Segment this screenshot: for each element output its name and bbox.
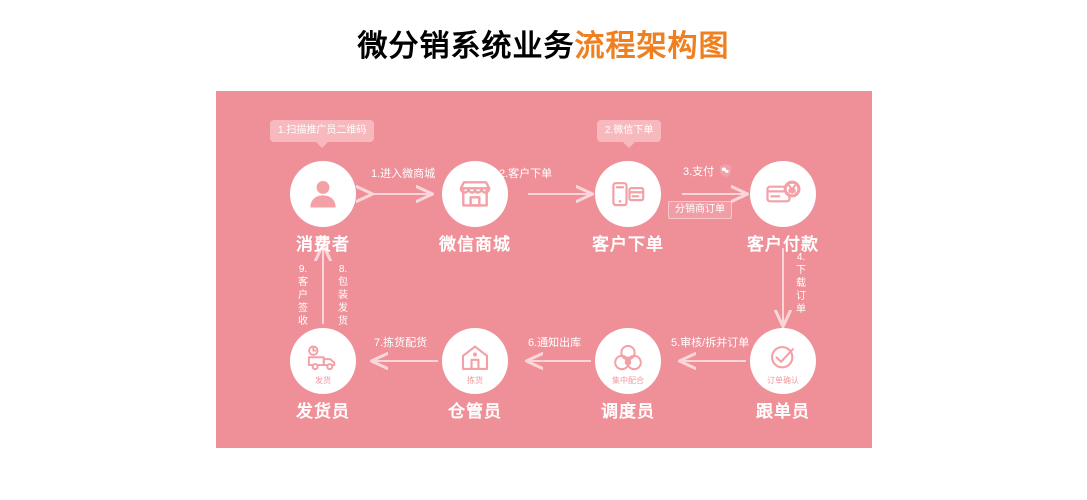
node-customer-pay-caption: 客户付款 bbox=[747, 235, 819, 254]
arrow-label-download-order: 4.下载订单 bbox=[794, 251, 808, 316]
node-consumer[interactable]: 消费者 bbox=[290, 161, 356, 253]
node-consumer-circle bbox=[290, 161, 356, 227]
diagram-canvas: 1.扫描推广员二维码 2.微信下单 1.进入微商城 2.客户下单 3.支付 分销… bbox=[216, 91, 872, 448]
node-warehouse-sub: 拣货 bbox=[467, 376, 483, 385]
arrow-label-notify-outbound-text: 6.通知出库 bbox=[528, 337, 582, 349]
node-shipper-caption: 发货员 bbox=[296, 402, 350, 421]
node-customer-pay[interactable]: 客户付款 bbox=[747, 161, 818, 253]
arrow-label-pay-text: 3.支付 bbox=[683, 166, 715, 178]
arrow-label-customer-receipt: 9. 客户签收 bbox=[296, 263, 310, 328]
coordinate-icon bbox=[612, 343, 644, 373]
arrow-label-pack-and-ship-num: 8. bbox=[338, 264, 348, 275]
page-title-accent: 流程架构图 bbox=[574, 30, 730, 63]
arrow-label-pack-and-ship: 8. 包装发货 bbox=[336, 263, 350, 328]
page-title: 微分销系统业务流程架构图 bbox=[0, 32, 1087, 62]
arrow-label-enter-mall: 1.进入微商城 bbox=[371, 169, 435, 180]
store-icon bbox=[457, 176, 493, 212]
node-order-tracker-sub: 订单确认 bbox=[767, 376, 799, 385]
house-icon bbox=[459, 343, 491, 373]
arrow-label-customer-places-order: 2.客户下单 bbox=[499, 169, 552, 180]
arrow-label-notify-outbound: 6.通知出库 bbox=[528, 338, 581, 349]
node-dispatcher-circle: 集中配合 bbox=[595, 328, 661, 394]
node-wechat-mall-circle bbox=[442, 161, 508, 227]
truck-icon bbox=[306, 343, 340, 373]
node-shipper-circle: 发货 bbox=[290, 328, 356, 394]
tag-distributor-order-text: 分销商订单 bbox=[675, 204, 725, 215]
page-title-primary: 微分销系统业务 bbox=[357, 30, 575, 63]
node-customer-order[interactable]: 客户下单 bbox=[592, 161, 663, 253]
arrow-label-enter-mall-text: 1.进入微商城 bbox=[371, 168, 436, 180]
node-dispatcher-caption: 调度员 bbox=[601, 402, 655, 421]
arrow-label-pack-and-ship-text: 包装发货 bbox=[338, 277, 348, 327]
bubble-wechat-order: 2.微信下单 bbox=[597, 120, 662, 148]
node-wechat-mall[interactable]: 微信商城 bbox=[439, 161, 510, 253]
node-customer-order-caption: 客户下单 bbox=[592, 235, 664, 254]
wechat-pay-icon bbox=[718, 163, 733, 178]
node-order-tracker[interactable]: 订单确认 跟单员 bbox=[750, 328, 816, 420]
arrow-label-customer-receipt-num: 9. bbox=[298, 264, 308, 275]
phone-card-icon bbox=[609, 175, 647, 213]
node-customer-order-circle bbox=[595, 161, 661, 227]
node-consumer-caption: 消费者 bbox=[296, 235, 350, 254]
node-warehouse-caption: 仓管员 bbox=[448, 402, 502, 421]
bubble-wechat-order-text: 2.微信下单 bbox=[605, 125, 654, 136]
node-warehouse-circle: 拣货 bbox=[442, 328, 508, 394]
node-order-tracker-circle: 订单确认 bbox=[750, 328, 816, 394]
check-circle-icon bbox=[767, 343, 799, 373]
arrow-label-review-split-order-text: 5.审核/拆并订单 bbox=[671, 337, 750, 349]
node-dispatcher-sub: 集中配合 bbox=[612, 376, 644, 385]
arrow-label-pick-and-allocate: 7.拣货配货 bbox=[374, 338, 427, 349]
node-shipper-sub: 发货 bbox=[315, 376, 331, 385]
arrow-label-review-split-order: 5.审核/拆并订单 bbox=[671, 338, 749, 349]
arrow-label-customer-receipt-text: 客户签收 bbox=[298, 277, 308, 327]
arrow-label-pay: 3.支付 bbox=[683, 167, 714, 178]
node-customer-pay-circle bbox=[750, 161, 816, 227]
arrow-label-download-order-text: 4.下载订单 bbox=[796, 252, 806, 315]
node-warehouse[interactable]: 拣货 仓管员 bbox=[442, 328, 508, 420]
bubble-scan-promoter-qr: 1.扫描推广员二维码 bbox=[270, 120, 375, 148]
node-wechat-mall-caption: 微信商城 bbox=[439, 235, 511, 254]
tag-distributor-order: 分销商订单 bbox=[668, 201, 732, 219]
node-dispatcher[interactable]: 集中配合 调度员 bbox=[595, 328, 661, 420]
user-icon bbox=[305, 176, 341, 212]
card-yuan-icon bbox=[764, 175, 802, 213]
arrow-label-pick-and-allocate-text: 7.拣货配货 bbox=[374, 337, 428, 349]
node-shipper[interactable]: 发货 发货员 bbox=[290, 328, 356, 420]
node-order-tracker-caption: 跟单员 bbox=[756, 402, 810, 421]
bubble-scan-promoter-qr-text: 1.扫描推广员二维码 bbox=[278, 125, 367, 136]
arrow-label-customer-places-order-text: 2.客户下单 bbox=[499, 168, 553, 180]
